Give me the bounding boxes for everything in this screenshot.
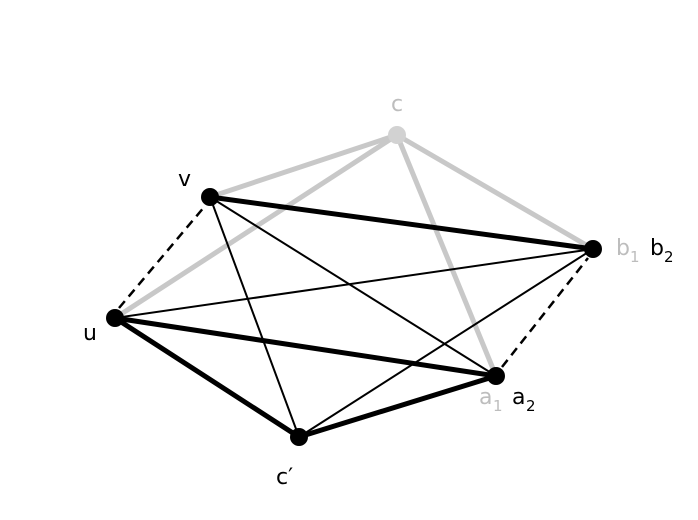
edge-u-v-dashed xyxy=(118,205,206,309)
label-v: v xyxy=(178,167,191,192)
label-a1-subscript: 1 xyxy=(493,397,503,415)
edge-u-cprime xyxy=(112,315,302,440)
thin-edges xyxy=(114,196,594,438)
label-b2: b xyxy=(650,236,664,261)
edge-v-cprime xyxy=(209,196,300,438)
vertex-u xyxy=(106,309,124,327)
vertex-b xyxy=(584,240,602,258)
edge-cprime-a xyxy=(296,373,499,440)
thick-edges xyxy=(112,194,596,440)
edge-cprime-b xyxy=(298,248,594,438)
edge-c-a xyxy=(394,132,499,379)
edge-u-b xyxy=(114,248,594,319)
label-b2-subscript: 2 xyxy=(664,248,674,266)
label-u: u xyxy=(83,321,97,346)
edge-c-v xyxy=(207,132,400,200)
dashed-edges xyxy=(118,205,589,368)
vertex-cprime xyxy=(290,428,308,446)
edge-v-a xyxy=(209,196,497,377)
vertex-c xyxy=(388,126,406,144)
edge-v-b xyxy=(207,194,596,252)
label-a2: a xyxy=(512,385,525,410)
vertex-a xyxy=(487,367,505,385)
vertex-v xyxy=(201,188,219,206)
label-a1: a xyxy=(479,385,492,410)
edge-u-a xyxy=(112,315,499,379)
label-b1-subscript: 1 xyxy=(630,248,640,266)
edge-c-b xyxy=(394,132,596,252)
gray-edges xyxy=(112,132,596,379)
vertices xyxy=(106,126,602,446)
label-c-prime: c′ xyxy=(276,465,293,490)
label-c: c xyxy=(391,92,403,117)
label-a2-subscript: 2 xyxy=(526,397,536,415)
label-b1: b xyxy=(616,236,630,261)
edge-a-b-dashed xyxy=(501,257,589,368)
